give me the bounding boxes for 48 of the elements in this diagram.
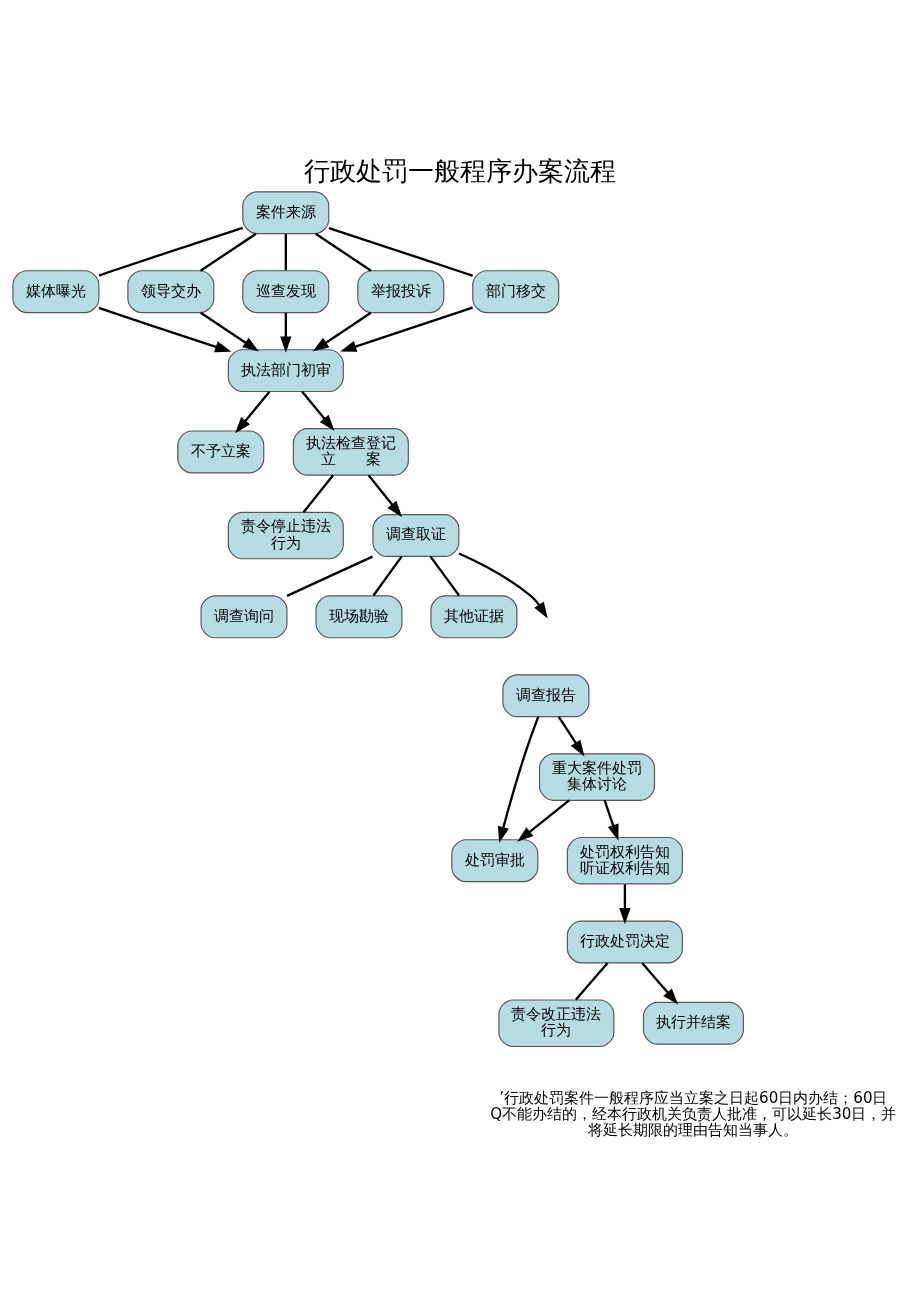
node-box: 部门移交	[472, 270, 560, 314]
arrow	[200, 311, 259, 352]
node-box: 执法部门初审	[227, 349, 344, 393]
connector	[286, 555, 373, 597]
arrow	[301, 391, 335, 432]
node-box: 其他证据	[430, 595, 518, 639]
node-box: 行政处罚决定	[566, 920, 683, 964]
node-box: 执法检查登记立 案	[292, 428, 409, 476]
connector	[315, 232, 372, 272]
node-box: 调查询问	[200, 595, 288, 639]
node-box: 重大案件处罚集体讨论	[538, 753, 656, 801]
connector	[372, 555, 403, 597]
node-box: 执行并结案	[642, 1001, 744, 1045]
diagram-title: 行政处罚一般程序办案流程	[304, 155, 616, 186]
arrow	[603, 800, 619, 841]
connector	[302, 474, 334, 513]
connector	[199, 232, 257, 272]
caption: ’行政处罚案件一般程序应当立案之日起60日内办结；60日Q不能办结的，经本行政机关负责人批准，可以延长30日，并将延长期限的理由告知当事人。	[490, 1088, 897, 1140]
connector	[284, 234, 287, 271]
connector	[574, 962, 609, 1001]
arrow	[641, 962, 679, 1005]
node-box: 举报投诉	[357, 270, 445, 314]
node-box: 处罚权利告知听证权利告知	[566, 836, 683, 885]
arrow	[497, 716, 540, 843]
node-box: 案件来源	[242, 191, 330, 235]
node-box: 不予立案	[177, 430, 265, 474]
connector	[328, 226, 473, 277]
node-box: 处罚审批	[451, 839, 539, 883]
node-box: 调查取证	[372, 514, 460, 558]
connector	[429, 555, 460, 597]
arrow	[280, 312, 292, 353]
arrow	[619, 884, 631, 925]
arrow	[458, 552, 548, 619]
arrow	[340, 306, 473, 352]
node-box: 巡查发现	[242, 270, 330, 314]
node-box: 现场勘验	[315, 595, 403, 639]
node-box: 媒体曝光	[12, 270, 100, 314]
arrow	[367, 474, 403, 518]
arrow	[517, 799, 570, 842]
node-box: 调查报告	[502, 674, 590, 718]
node-box: 领导交办	[127, 270, 215, 314]
node-box: 责令停止违法行为	[227, 511, 344, 560]
arrow	[557, 716, 585, 757]
arrow	[235, 391, 271, 434]
arrow	[312, 311, 372, 352]
arrow	[98, 306, 232, 353]
connector	[98, 226, 244, 277]
node-box: 责令改正违法行为	[498, 999, 615, 1048]
